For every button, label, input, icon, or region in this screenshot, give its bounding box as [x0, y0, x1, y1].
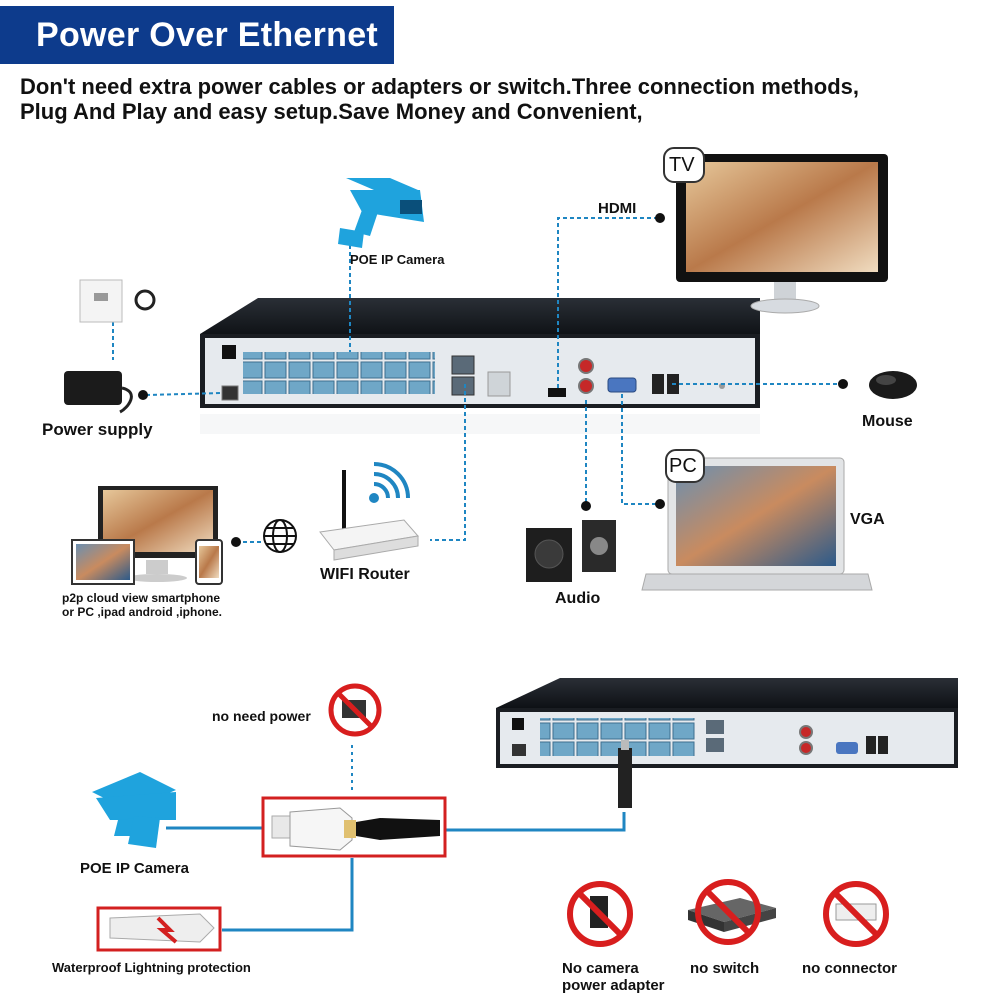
wifi-router-icon: [319, 470, 419, 561]
speakers-icon: [526, 520, 616, 582]
no-adapter-line-2: power adapter: [562, 977, 665, 994]
pc-tag: PC: [669, 455, 697, 477]
no-switch-label: no switch: [690, 960, 760, 977]
p2p-devices: [71, 486, 223, 585]
poe-camera-icon-bottom: [92, 772, 176, 848]
prohibited-adapter-icon: [567, 881, 633, 947]
mouse-icon: [869, 371, 917, 399]
prohibited-connector-icon: [823, 881, 889, 947]
mouse-label: Mouse: [862, 413, 913, 430]
lightning-protector-icon: [96, 906, 222, 952]
no-adapter-label: No camera power adapter: [562, 960, 665, 994]
power-supply-label: Power supply: [42, 420, 153, 439]
p2p-line-2: or PC ,ipad android ,iphone.: [62, 605, 223, 619]
p2p-caption: p2p cloud view smartphone or PC ,ipad an…: [62, 591, 222, 619]
wifi-signal-icon: [369, 462, 410, 503]
no-adapter-line-1: No camera: [562, 960, 639, 977]
vga-label: VGA: [850, 511, 885, 528]
hdmi-label: HDMI: [598, 200, 637, 217]
intro-text: Don't need extra power cables or adapter…: [20, 74, 859, 124]
globe-icon: [263, 519, 297, 553]
connection-lines-bottom: [166, 745, 626, 932]
tv-icon: [663, 147, 888, 314]
audio-label: Audio: [555, 590, 601, 607]
prohibited-power-icon: [328, 683, 382, 737]
prohibited-switch-icon: [688, 879, 776, 945]
nvr-recorder-top: [200, 298, 760, 434]
camera-label-top: POE IP Camera: [350, 252, 445, 267]
dc-plug-icon: [618, 740, 632, 808]
router-label: WIFI Router: [320, 566, 410, 583]
tv-tag: TV: [669, 154, 695, 176]
no-need-power-label: no need power: [212, 708, 311, 724]
laptop-icon: [641, 449, 873, 591]
intro-line-1: Don't need extra power cables or adapter…: [20, 74, 859, 99]
rj45-plug-icon: [261, 796, 447, 858]
title-banner: Power Over Ethernet: [0, 6, 394, 64]
camera-label-bottom: POE IP Camera: [80, 860, 189, 877]
connection-lines-top: [112, 217, 843, 543]
page-title: Power Over Ethernet: [36, 16, 379, 54]
p2p-line-1: p2p cloud view smartphone: [62, 591, 221, 605]
lightning-label: Waterproof Lightning protection: [52, 960, 251, 975]
connection-dots-top: [138, 213, 848, 547]
no-connector-label: no connector: [802, 960, 898, 977]
poe-camera-icon: [338, 178, 424, 248]
power-outlet-icon: [79, 279, 156, 323]
intro-line-2: Plug And Play and easy setup.Save Money …: [20, 99, 643, 124]
power-adapter-icon: [64, 371, 133, 414]
nvr-recorder-bottom: [496, 678, 958, 768]
